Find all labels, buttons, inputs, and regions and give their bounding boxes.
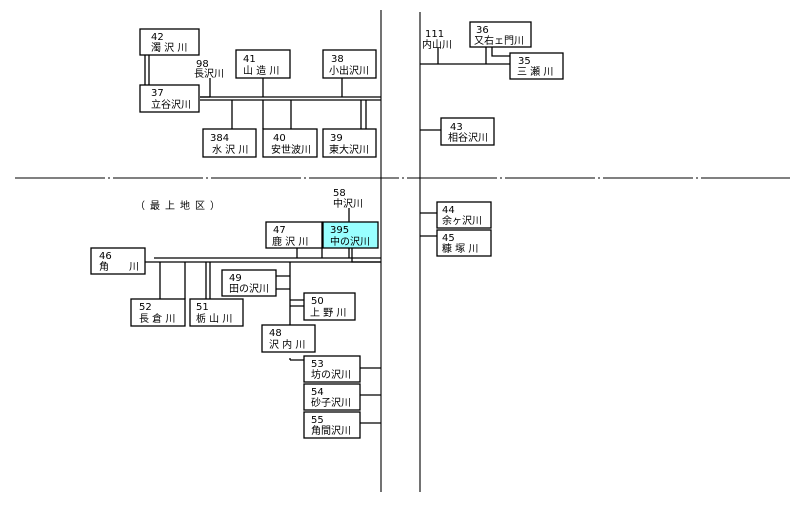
node-n45: 45 糠 塚 川 — [436, 229, 492, 257]
node-n395: 395 中の沢川 — [322, 221, 379, 249]
svg-text:40: 40 — [273, 133, 286, 144]
connectors — [144, 46, 510, 424]
node-n53: 53 坊の沢川 — [303, 355, 361, 383]
node-n44: 44 余ヶ沢川 — [436, 201, 492, 229]
svg-text:余ヶ沢川: 余ヶ沢川 — [442, 214, 482, 227]
svg-text:36: 36 — [476, 25, 489, 36]
node-n48: 48 沢 内 川 — [261, 324, 316, 353]
node-n111: 111 内山川 — [422, 29, 452, 51]
svg-text:三 瀬 川: 三 瀬 川 — [517, 66, 553, 78]
svg-text:46: 46 — [99, 251, 112, 262]
node-n46: 46 角 川 — [90, 247, 146, 275]
node-n42: 42 濁 沢 川 — [139, 28, 200, 56]
svg-text:55: 55 — [311, 415, 324, 426]
svg-text:鹿 沢 川: 鹿 沢 川 — [272, 235, 308, 248]
node-n36: 36 又右ェ門川 — [469, 21, 532, 48]
svg-text:43: 43 — [450, 122, 463, 133]
svg-text:田の沢川: 田の沢川 — [229, 282, 269, 295]
svg-text:立谷沢川: 立谷沢川 — [151, 98, 191, 111]
node-n52: 52 長 倉 川 — [130, 298, 186, 327]
svg-text:35: 35 — [518, 56, 531, 67]
svg-text:50: 50 — [311, 296, 324, 307]
svg-text:砂子沢川: 砂子沢川 — [311, 396, 351, 409]
svg-text:39: 39 — [330, 133, 343, 144]
node-n47: 47 鹿 沢 川 — [265, 221, 323, 249]
node-n55: 55 角間沢川 — [303, 411, 361, 439]
node-n384: 384 水 沢 川 — [202, 128, 257, 158]
svg-text:角間沢川: 角間沢川 — [311, 424, 351, 437]
node-n54: 54 砂子沢川 — [303, 383, 361, 411]
svg-text:41: 41 — [243, 54, 256, 65]
svg-text:相谷沢川: 相谷沢川 — [448, 131, 488, 144]
node-n35: 35 三 瀬 川 — [509, 52, 564, 80]
node-n50: 50 上 野 川 — [303, 292, 356, 321]
svg-text:53: 53 — [311, 359, 324, 370]
svg-text:54: 54 — [311, 387, 324, 398]
svg-text:山 造 川: 山 造 川 — [243, 64, 279, 77]
svg-text:51: 51 — [196, 302, 209, 313]
node-n49: 49 田の沢川 — [221, 269, 277, 297]
svg-text:角 川: 角 川 — [99, 261, 139, 273]
svg-text:小出沢川: 小出沢川 — [329, 64, 369, 77]
node-n37: 37 立谷沢川 — [139, 84, 200, 113]
svg-text:384: 384 — [210, 133, 229, 144]
node-n39: 39 東大沢川 — [322, 128, 377, 158]
svg-text:42: 42 — [151, 32, 164, 43]
svg-text:長沢川: 長沢川 — [194, 67, 224, 80]
svg-text:49: 49 — [229, 273, 242, 284]
node-n41: 41 山 造 川 — [235, 49, 291, 79]
svg-text:栃 山 川: 栃 山 川 — [196, 312, 232, 325]
svg-text:37: 37 — [151, 88, 164, 99]
svg-text:安世波川: 安世波川 — [271, 143, 311, 156]
node-n98: 98 長沢川 — [194, 59, 224, 80]
svg-text:58: 58 — [333, 188, 346, 199]
node-n38: 38 小出沢川 — [322, 49, 377, 79]
svg-text:48: 48 — [269, 328, 282, 339]
svg-text:上 野 川: 上 野 川 — [310, 307, 346, 319]
svg-text:中の沢川: 中の沢川 — [330, 235, 370, 248]
svg-text:東大沢川: 東大沢川 — [329, 143, 369, 156]
svg-text:111: 111 — [425, 29, 444, 40]
svg-text:44: 44 — [442, 205, 455, 216]
node-n58: 58 中沢川 — [333, 188, 363, 210]
svg-text:45: 45 — [442, 233, 455, 244]
svg-text:沢 内 川: 沢 内 川 — [269, 338, 305, 351]
svg-text:坊の沢川: 坊の沢川 — [311, 368, 351, 381]
region-label: （最上地区） — [135, 199, 225, 212]
node-n40: 40 安世波川 — [262, 128, 318, 158]
svg-text:糠 塚 川: 糠 塚 川 — [442, 242, 478, 255]
svg-text:395: 395 — [330, 225, 349, 236]
svg-text:水 沢 川: 水 沢 川 — [212, 143, 248, 156]
svg-text:38: 38 — [331, 54, 344, 65]
svg-text:98: 98 — [196, 59, 209, 70]
svg-text:長 倉 川: 長 倉 川 — [139, 312, 175, 325]
svg-text:内山川: 内山川 — [422, 38, 452, 51]
svg-text:濁 沢 川: 濁 沢 川 — [151, 41, 187, 54]
node-n51: 51 栃 山 川 — [189, 298, 244, 327]
svg-text:52: 52 — [139, 302, 152, 313]
node-n43: 43 相谷沢川 — [440, 117, 495, 146]
svg-text:47: 47 — [273, 225, 286, 236]
svg-text:又右ェ門川: 又右ェ門川 — [474, 34, 524, 47]
svg-text:中沢川: 中沢川 — [333, 197, 363, 210]
